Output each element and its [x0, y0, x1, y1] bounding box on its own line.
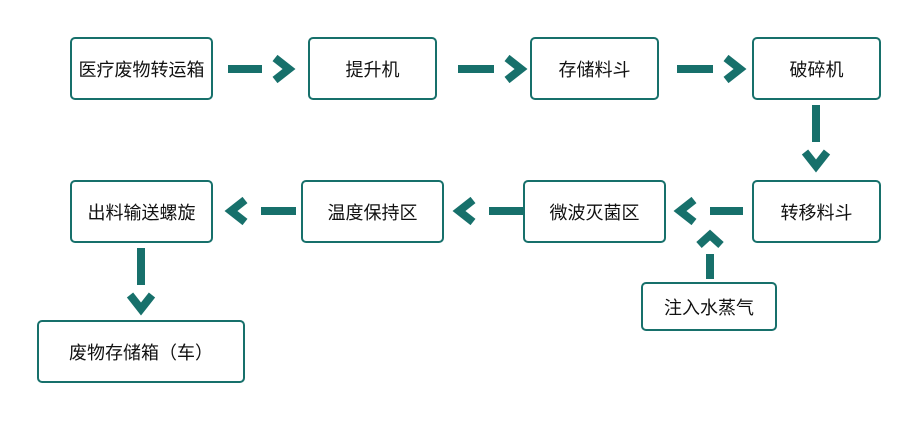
node-temperature-holding: 温度保持区: [301, 180, 444, 243]
arrow-elevator-to-hopper: [458, 54, 528, 84]
arrow-microwave-to-temperature: [452, 196, 523, 226]
arrow-bin-to-elevator: [228, 54, 296, 84]
arrow-screw-to-storage: [126, 248, 156, 316]
arrow-hopper-to-crusher: [677, 54, 747, 84]
node-microwave-sterilization: 微波灭菌区: [523, 180, 666, 243]
arrow-temperature-to-screw: [224, 196, 296, 226]
node-storage-hopper: 存储料斗: [530, 37, 659, 100]
arrow-steam-to-microwave: [696, 229, 724, 279]
node-elevator: 提升机: [308, 37, 437, 100]
node-waste-storage-cart: 废物存储箱（车）: [37, 320, 245, 383]
node-crusher: 破碎机: [752, 37, 881, 100]
node-steam-injection: 注入水蒸气: [641, 282, 777, 331]
arrow-transfer-to-microwave: [673, 196, 743, 226]
node-medical-waste-bin: 医疗废物转运箱: [70, 37, 213, 100]
node-discharge-screw: 出料输送螺旋: [70, 180, 213, 243]
arrow-crusher-to-transfer: [801, 105, 831, 173]
node-transfer-hopper: 转移料斗: [752, 180, 881, 243]
